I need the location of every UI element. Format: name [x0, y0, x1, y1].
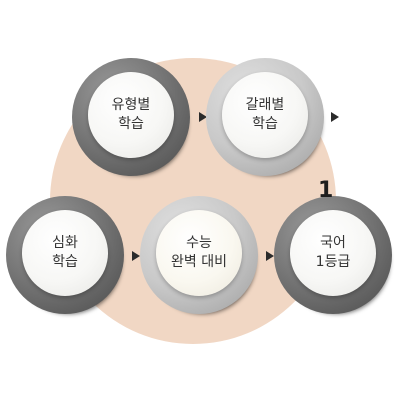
rank-badge: 1 — [318, 178, 334, 203]
node-advanced-learning: 심화 학습 — [6, 196, 124, 314]
node-korean-first-grade: 국어 1등급 — [274, 196, 392, 314]
node-label: 국어 1등급 — [315, 235, 351, 270]
node-label: 수능 완벽 대비 — [171, 235, 227, 270]
node-face: 국어 1등급 — [290, 210, 376, 296]
node-face: 심화 학습 — [22, 210, 108, 296]
node-label: 갈래별 학습 — [245, 97, 285, 132]
node-label: 유형별 학습 — [111, 97, 151, 132]
arrow-right-icon — [199, 112, 207, 122]
node-genre-learning: 갈래별 학습 — [206, 58, 324, 176]
node-suneung-prep: 수능 완벽 대비 — [140, 196, 258, 314]
node-face: 유형별 학습 — [88, 72, 174, 158]
node-face: 갈래별 학습 — [222, 72, 308, 158]
arrow-right-icon — [132, 251, 140, 261]
node-type-learning: 유형별 학습 — [72, 58, 190, 176]
arrow-right-icon — [331, 112, 339, 122]
node-face: 수능 완벽 대비 — [156, 210, 242, 296]
node-label: 심화 학습 — [52, 235, 78, 270]
arrow-right-icon — [266, 251, 274, 261]
